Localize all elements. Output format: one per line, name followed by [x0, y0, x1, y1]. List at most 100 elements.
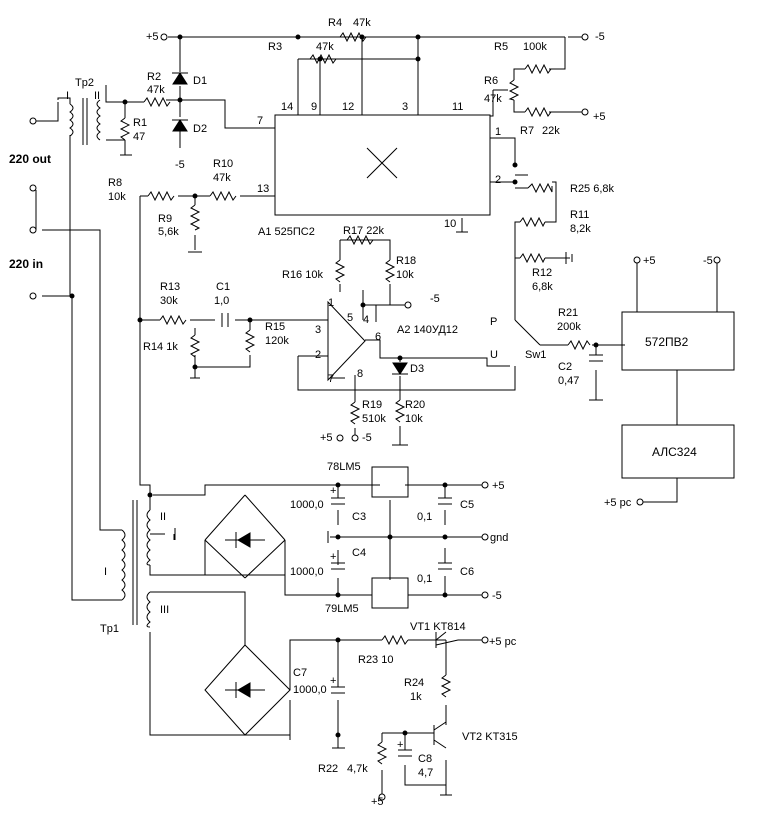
capacitor-c2 [589, 354, 603, 362]
label-c1-value: 1,0 [214, 295, 229, 307]
label-r2: R2 [147, 71, 161, 83]
label-r13: R13 [160, 281, 180, 293]
label-a1: A1 525ПС2 [258, 226, 315, 238]
label-r18: R18 [396, 255, 416, 267]
resistor-r16 [334, 259, 346, 283]
label-tp2: Tp2 [75, 77, 94, 89]
polarity-mark-c4: + [330, 551, 336, 563]
junction-dots [69, 34, 599, 738]
label-r1: R1 [133, 117, 147, 129]
label-r13-value: 30k [160, 295, 178, 307]
label-d1: D1 [193, 75, 207, 87]
bridge2-diode [225, 682, 265, 698]
label-p5-r22: +5 [371, 796, 384, 808]
label-p5-78: +5 [492, 480, 505, 492]
op-pin-3: 3 [315, 324, 321, 336]
resistor-r18 [384, 259, 396, 283]
label-vt1: VT1 KT814 [410, 621, 466, 633]
label-r17: R17 22k [343, 225, 384, 237]
label-r7-value: 22k [542, 125, 560, 137]
label-r4: R4 [328, 17, 342, 29]
pin-1: 1 [495, 126, 501, 138]
label-r8: R8 [108, 177, 122, 189]
label-p5-r19: +5 [320, 432, 333, 444]
label-tp1-I: I [104, 566, 107, 578]
capacitor-c6 [438, 562, 452, 570]
label-tp1-II: II [160, 511, 166, 523]
terminals [29, 33, 721, 801]
polarity-mark-c8: + [397, 739, 403, 751]
label-r21: R21 [558, 307, 578, 319]
label-r8-value: 10k [108, 191, 126, 203]
label-d3: D3 [410, 363, 424, 375]
wires [35, 36, 718, 796]
resistor-r4 [339, 31, 367, 43]
labels: +5 R4 47k -5 R3 47k R5 100k Tp2 I II R2 … [9, 17, 713, 808]
label-r10: R10 [213, 158, 233, 170]
resistor-r19 [349, 401, 361, 425]
resistor-r17 [346, 234, 374, 246]
chip-a1-cross [366, 147, 398, 179]
pin-13: 13 [257, 183, 269, 195]
label-c4: C4 [352, 547, 366, 559]
resistor-r9 [189, 204, 201, 231]
label-r2-value: 47k [147, 84, 165, 96]
label-c2: C2 [558, 361, 572, 373]
label-c1: C1 [216, 281, 230, 293]
label-r19: R19 [362, 399, 382, 411]
chip-a1-525ps2 [274, 114, 491, 216]
label-r9-value: 5,6k [158, 226, 179, 238]
label-r23: R23 10 [358, 654, 393, 666]
label-als324: АЛС324 [652, 445, 697, 459]
transistor-vt2 [430, 721, 447, 749]
label-r24: R24 [404, 677, 424, 689]
label-tp2-I: I [66, 90, 69, 102]
label-tp1-III: III [160, 604, 169, 616]
label-r16: R16 10k [282, 269, 323, 281]
label-r5-value: 100k [523, 41, 547, 53]
capacitor-c1 [221, 313, 229, 327]
diode-d3 [392, 362, 408, 375]
label-r11: R11 [570, 209, 589, 221]
pin-9: 9 [311, 101, 317, 113]
label-r20-value: 10k [405, 413, 423, 425]
resistor-r12 [519, 252, 546, 264]
chip-572pv2 [621, 311, 735, 371]
label-r5: R5 [494, 41, 508, 53]
resistor-r13 [159, 314, 187, 326]
label-c8: C8 [418, 753, 432, 765]
label-p5pc-als: +5 pc [604, 497, 632, 509]
label-r10-value: 47k [213, 172, 231, 184]
resistor-r21 [567, 339, 591, 351]
label-r25: R25 6,8k [570, 183, 615, 195]
label-n5-top: -5 [595, 31, 605, 43]
label-p5-r7: +5 [593, 111, 606, 123]
op-pin-7: 7 [328, 373, 334, 385]
capacitor-c8 [398, 749, 412, 757]
resistor-r10 [209, 190, 237, 202]
label-c5-value: 0,1 [417, 511, 432, 523]
label-r21-value: 200k [557, 321, 581, 333]
label-r20: R20 [405, 399, 425, 411]
label-r22-value: 4,7k [347, 763, 368, 775]
label-c4-value: 1000,0 [290, 566, 324, 578]
label-r14: R14 1k [143, 341, 178, 353]
label-sw1: Sw1 [525, 349, 546, 361]
label-n5-a2: -5 [430, 293, 440, 305]
bridge1-diode [225, 532, 265, 548]
label-r15: R15 [265, 321, 285, 333]
label-r24-value: 1k [410, 691, 422, 703]
pin-2: 2 [495, 174, 501, 186]
capacitor-c7 [331, 686, 345, 694]
label-n5-572: -5 [703, 255, 713, 267]
resistor-r7 [524, 106, 552, 118]
label-220-out: 220 out [9, 152, 51, 166]
label-220-in: 220 in [9, 257, 43, 271]
label-gnd: gnd [490, 532, 508, 544]
label-switch-p: P [490, 316, 497, 328]
diode-d2 [172, 119, 188, 132]
polarity-mark-c7: + [330, 675, 336, 687]
op-pin-4: 4 [363, 314, 369, 326]
capacitor-c3 [331, 497, 345, 505]
transformer-tp1 [121, 500, 151, 628]
